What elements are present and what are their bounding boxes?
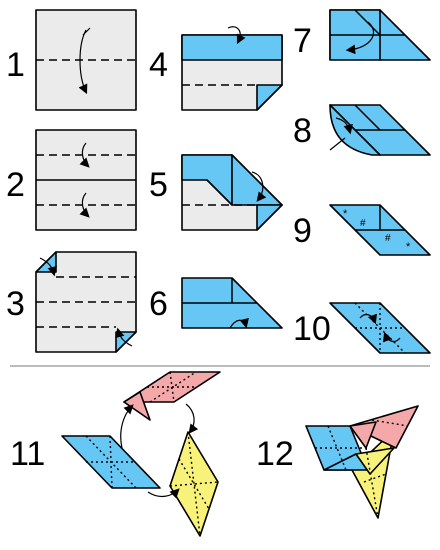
step-5-diagram: [181, 154, 283, 231]
step-number-2: 2: [6, 166, 25, 204]
step-9-diagram: * # # *: [329, 204, 431, 256]
step-number-11: 11: [10, 435, 45, 473]
step-number-9: 9: [293, 212, 312, 250]
step-number-5: 5: [149, 166, 168, 204]
step-6-diagram: [181, 277, 283, 329]
step-number-6: 6: [149, 285, 168, 323]
step-number-4: 4: [149, 46, 168, 84]
step-12-diagram: [305, 405, 419, 519]
step-3-diagram: [35, 251, 137, 353]
step-number-8: 8: [293, 112, 312, 150]
step-number-7: 7: [293, 22, 312, 60]
step-2-diagram: [35, 129, 137, 231]
step-7-diagram: [329, 9, 431, 61]
step-8-diagram: [329, 104, 431, 156]
svg-text:*: *: [406, 241, 411, 253]
step-11-diagram: [61, 371, 221, 537]
svg-text:*: *: [343, 208, 348, 220]
step-number-1: 1: [6, 46, 25, 84]
svg-text:#: #: [360, 218, 366, 229]
step-1-diagram: [35, 9, 137, 111]
step-number-12: 12: [256, 435, 294, 473]
step-number-3: 3: [6, 285, 25, 323]
step-10-diagram: [329, 302, 431, 354]
step-number-10: 10: [293, 310, 331, 348]
step-4-diagram: [181, 26, 283, 111]
svg-text:#: #: [385, 233, 391, 244]
